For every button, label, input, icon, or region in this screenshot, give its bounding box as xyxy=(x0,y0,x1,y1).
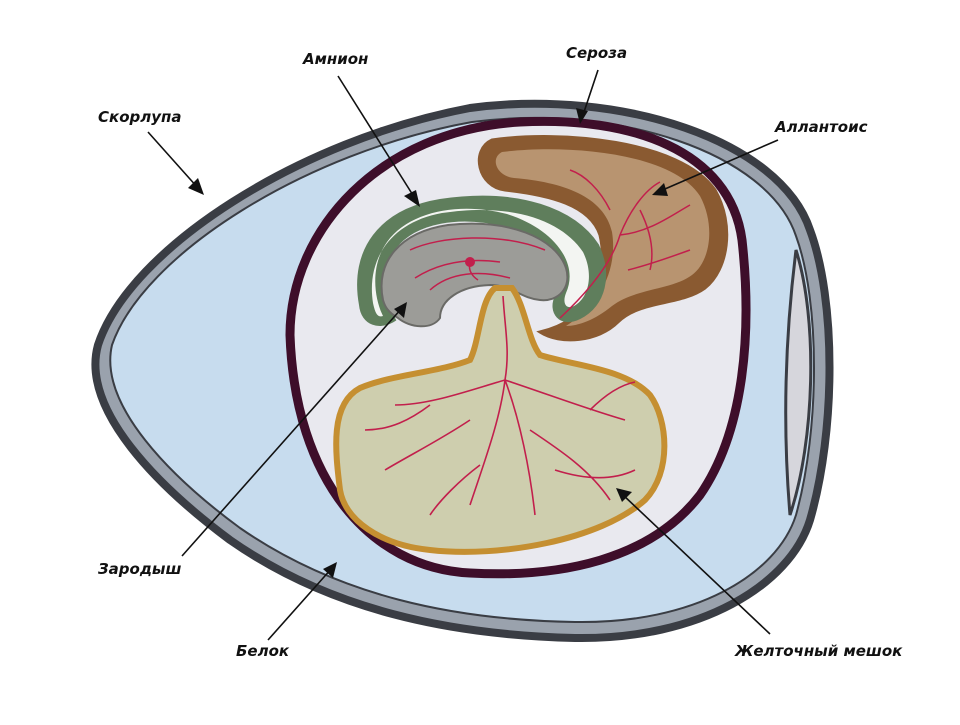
embryo-heart xyxy=(465,257,475,267)
label-amnion: Амнион xyxy=(303,50,369,68)
label-shell: Скорлупа xyxy=(98,108,182,126)
label-serosa: Сероза xyxy=(566,44,628,62)
arrowhead-serosa xyxy=(576,108,588,124)
yolk-sac xyxy=(333,285,668,555)
arrow-embryo xyxy=(181,307,403,557)
label-yolk-sac: Желточный мешок xyxy=(735,642,903,660)
arrowheads xyxy=(188,108,668,578)
arrowhead-yolk xyxy=(616,488,632,502)
yolk-vessels xyxy=(364,295,636,516)
arrowhead-allantois xyxy=(652,183,668,196)
label-albumen: Белок xyxy=(236,642,290,660)
label-embryo: Зародыш xyxy=(98,560,182,578)
allantois-vessels xyxy=(559,169,691,319)
annotation-arrows xyxy=(147,69,779,641)
label-allantois: Аллантоис xyxy=(775,118,868,136)
arrow-yolk xyxy=(621,493,771,635)
arrowhead-amnion xyxy=(404,190,420,207)
arrow-allantois xyxy=(657,139,779,193)
air-cell xyxy=(784,249,813,516)
arrow-serosa xyxy=(581,69,599,119)
embryo-spine xyxy=(409,237,546,251)
amnion-cavity xyxy=(371,208,589,317)
arrow-albumen xyxy=(267,567,333,641)
arrowhead-embryo xyxy=(394,302,407,318)
arrow-shell xyxy=(147,131,199,189)
arrowhead-shell xyxy=(188,178,204,195)
arrowhead-albumen xyxy=(323,562,337,578)
arrow-amnion xyxy=(337,75,417,201)
embryo xyxy=(380,222,569,328)
